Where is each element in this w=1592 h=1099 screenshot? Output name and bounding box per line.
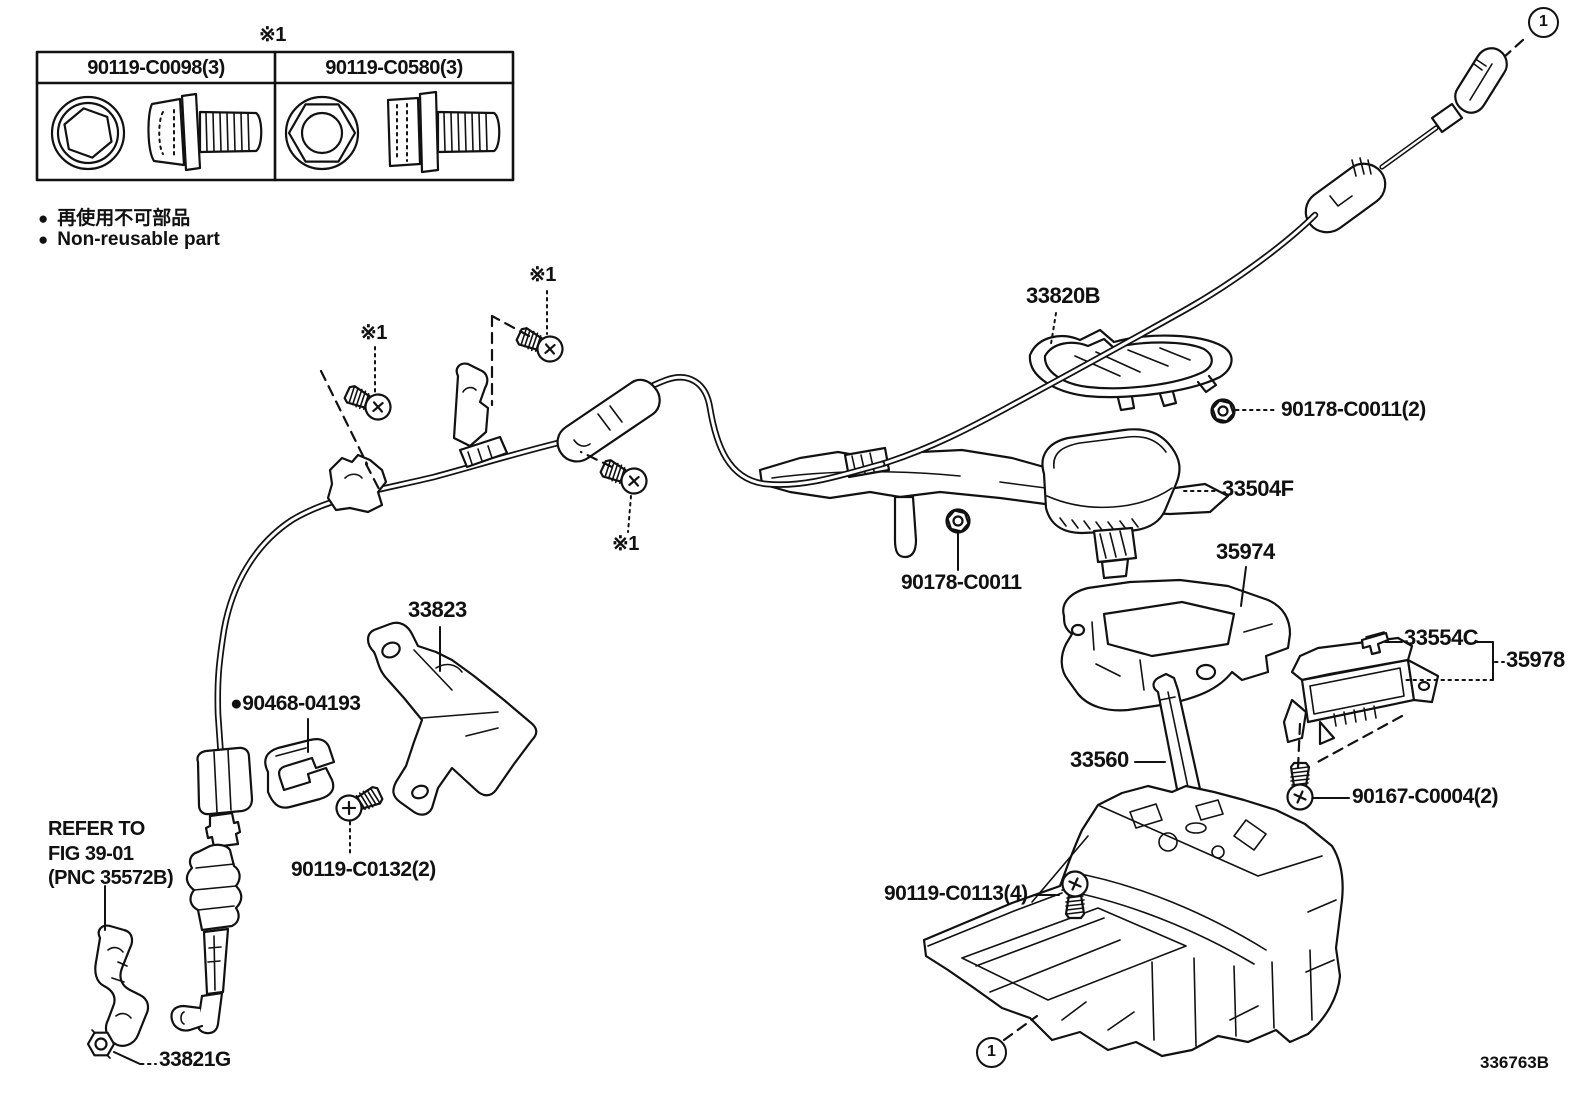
- bolt-90167-c0004: [1286, 761, 1314, 811]
- callout-35978[interactable]: 35978: [1506, 647, 1565, 672]
- screw-asterisk-a: [340, 380, 396, 425]
- note-mark-c: ※1: [612, 533, 639, 555]
- callout-marker-1-bottom[interactable]: 1: [976, 1037, 1007, 1068]
- bolt-side-view-left: [147, 92, 263, 172]
- screw-90119-c0132: [331, 781, 387, 826]
- cable-end-connector: [1379, 37, 1526, 170]
- leader-lines: [104, 290, 1505, 1065]
- callout-90119-c0132-2[interactable]: 90119-C0132(2): [291, 858, 436, 881]
- callout-35974[interactable]: 35974: [1216, 539, 1275, 564]
- bolt-table-header-right[interactable]: 90119-C0580(3): [325, 57, 463, 79]
- callout-marker-1-top[interactable]: 1: [1528, 7, 1559, 38]
- screw-asterisk-c: [596, 454, 652, 499]
- callout-33554c[interactable]: 33554C: [1404, 625, 1479, 650]
- callout-90468-04193[interactable]: ●90468-04193: [230, 692, 361, 715]
- ecu-bracket-35978-drawing: [1282, 636, 1440, 746]
- callout-33820b[interactable]: 33820B: [1026, 283, 1101, 308]
- clip-90468-drawing: [264, 738, 336, 809]
- cable-grommet: [1304, 157, 1387, 234]
- bolt-side-view-right: [386, 90, 501, 174]
- callout-90178-c0011-2[interactable]: 90178-C0011(2): [1281, 398, 1426, 421]
- nut-90178-c0011-lower: [945, 508, 971, 534]
- screw-asterisk-b: [512, 322, 568, 367]
- bolt-table-header-left[interactable]: 90119-C0098(3): [87, 57, 225, 79]
- clip-33554c-drawing: [1360, 631, 1390, 656]
- nut-90178-c0011-upper: [1210, 398, 1236, 424]
- plate-33820b-drawing: [1028, 328, 1233, 412]
- cable-lower-boot-drawing: [170, 746, 254, 1035]
- bolt-front-view-left: [50, 95, 126, 171]
- shift-knob-drawing: [1041, 428, 1181, 580]
- figure-code: 336763B: [1480, 1053, 1550, 1072]
- non-reusable-bullet-icon: ●: [230, 692, 243, 715]
- legend-bullet-icon: ●: [38, 209, 49, 228]
- cable-clamp-bracket-drawing: [452, 362, 509, 469]
- callout-33821g[interactable]: 33821G: [159, 1048, 231, 1071]
- shifter-base-drawing: [922, 784, 1344, 1058]
- callout-33504f[interactable]: 33504F: [1222, 476, 1294, 501]
- callout-33560[interactable]: 33560: [1070, 747, 1129, 772]
- callout-90178-c0011[interactable]: 90178-C0011: [901, 571, 1022, 594]
- control-cable: [214, 211, 1319, 761]
- callout-90167-c0004-2[interactable]: 90167-C0004(2): [1352, 785, 1498, 808]
- ref-note-line3: (PNC 35572B): [48, 867, 174, 889]
- ref-note-line1: REFER TO: [48, 818, 145, 840]
- ref-note-line2: FIG 39-01: [48, 843, 134, 865]
- cable-boot-drawing: [556, 378, 661, 463]
- callout-33823[interactable]: 33823: [408, 597, 467, 622]
- legend-jp: ●再使用不可部品: [38, 208, 191, 229]
- table-note-mark: ※1: [259, 24, 286, 46]
- bolt-front-view-right: [284, 95, 360, 171]
- callout-90119-c0113-4[interactable]: 90119-C0113(4): [884, 882, 1028, 905]
- bolt-table-frame: [35, 50, 515, 182]
- note-mark-b: ※1: [529, 264, 556, 286]
- legend-en: ●Non-reusable part: [38, 229, 220, 250]
- cable-clamp-drawing: [326, 453, 388, 514]
- bracket-33823-drawing: [366, 621, 538, 816]
- legend-bullet-icon: ●: [38, 230, 49, 249]
- lever-33821g-drawing: [86, 924, 150, 1060]
- note-mark-a: ※1: [360, 322, 387, 344]
- housing-35974-drawing: [1060, 578, 1292, 712]
